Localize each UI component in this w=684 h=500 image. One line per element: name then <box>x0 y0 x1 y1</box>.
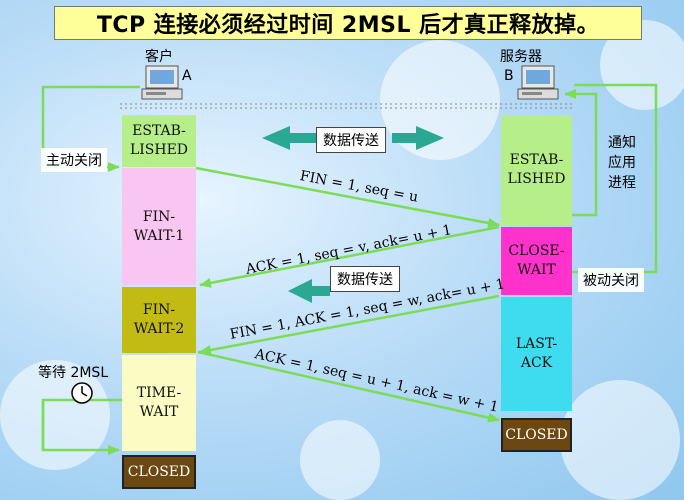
active-close-note: 主动关闭 <box>41 148 107 172</box>
data-transfer-double-arrow <box>262 126 444 150</box>
wait-2msl-note: 等待 2MSL <box>38 365 109 381</box>
server-state-close-wait: CLOSE- WAIT <box>501 227 572 295</box>
server-state-established: ESTAB- LISHED <box>501 115 572 225</box>
client-state-closed: CLOSED <box>122 455 196 489</box>
client-id: A <box>182 68 192 84</box>
client-label: 客户 <box>145 49 173 65</box>
data-transfer-label-2: 数据传送 <box>330 266 400 292</box>
client-state-fin-wait-2: FIN- WAIT-2 <box>122 287 196 353</box>
client-state-fin-wait-1: FIN- WAIT-1 <box>122 168 196 285</box>
client-state-time-wait: TIME- WAIT <box>122 355 196 451</box>
page-title: TCP 连接必须经过时间 2MSL 后才真正释放掉。 <box>96 13 600 38</box>
notify-app-note: 通知应用进程 <box>608 135 636 191</box>
client-state-established: ESTAB- LISHED <box>122 115 196 167</box>
server-id: B <box>504 68 514 84</box>
data-transfer-left-arrow <box>288 279 330 303</box>
server-computer-icon <box>517 65 559 100</box>
clock-icon <box>71 382 93 404</box>
client-computer-icon <box>141 65 183 100</box>
data-transfer-label: 数据传送 <box>316 127 386 153</box>
server-label: 服务器 <box>500 49 542 65</box>
server-state-closed: CLOSED <box>501 418 572 452</box>
passive-close-note: 被动关闭 <box>578 268 644 292</box>
server-state-last-ack: LAST- ACK <box>501 297 572 411</box>
title-banner: TCP 连接必须经过时间 2MSL 后才真正释放掉。 <box>54 6 642 40</box>
